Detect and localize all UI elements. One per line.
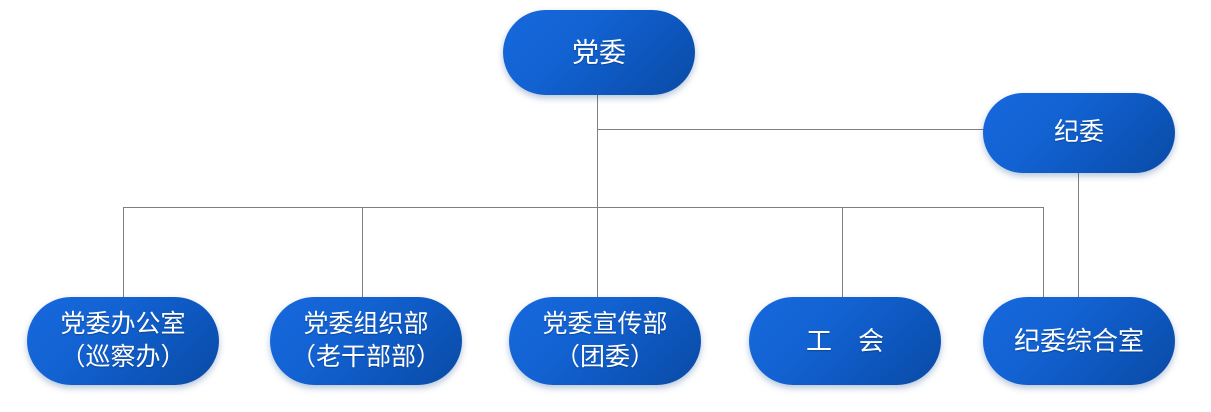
- node-dangwei-bangongshi[interactable]: 党委办公室 （巡察办）: [27, 297, 219, 385]
- node-dangwei[interactable]: 党委: [503, 10, 695, 95]
- node-dangwei-zuzhibu-label: 党委组织部 （老干部部）: [290, 311, 441, 371]
- node-jiwei[interactable]: 纪委: [983, 93, 1175, 173]
- node-dangwei-xuanchuanbu[interactable]: 党委宣传部 （团委）: [509, 297, 701, 385]
- node-dangwei-zuzhibu[interactable]: 党委组织部 （老干部部）: [270, 297, 462, 385]
- connector-main-bus: [123, 207, 1044, 208]
- connector-drop-jiwei-zongheshi-from-bus: [1043, 207, 1044, 298]
- node-jiwei-zongheshi[interactable]: 纪委综合室: [983, 297, 1175, 385]
- node-dangwei-xuanchuanbu-label: 党委宣传部 （团委）: [542, 311, 668, 371]
- connector-dangwei-to-jiwei: [597, 129, 985, 130]
- connector-dangwei-stem: [597, 95, 598, 208]
- node-gonghui-label: 工 会: [805, 326, 884, 356]
- connector-jiwei-to-zongheshi: [1078, 173, 1079, 298]
- node-dangwei-bangongshi-label: 党委办公室 （巡察办）: [60, 311, 186, 371]
- connector-drop-dangwei-zuzhibu: [362, 207, 363, 298]
- connector-drop-dangwei-bangongshi: [123, 207, 124, 298]
- node-jiwei-label: 纪委: [1053, 119, 1104, 146]
- connector-drop-dangwei-xuanchuanbu: [597, 207, 598, 298]
- node-jiwei-zongheshi-label: 纪委综合室: [1013, 326, 1144, 356]
- node-dangwei-label: 党委: [572, 37, 626, 68]
- connector-drop-gonghui: [842, 207, 843, 298]
- node-gonghui[interactable]: 工 会: [749, 297, 941, 385]
